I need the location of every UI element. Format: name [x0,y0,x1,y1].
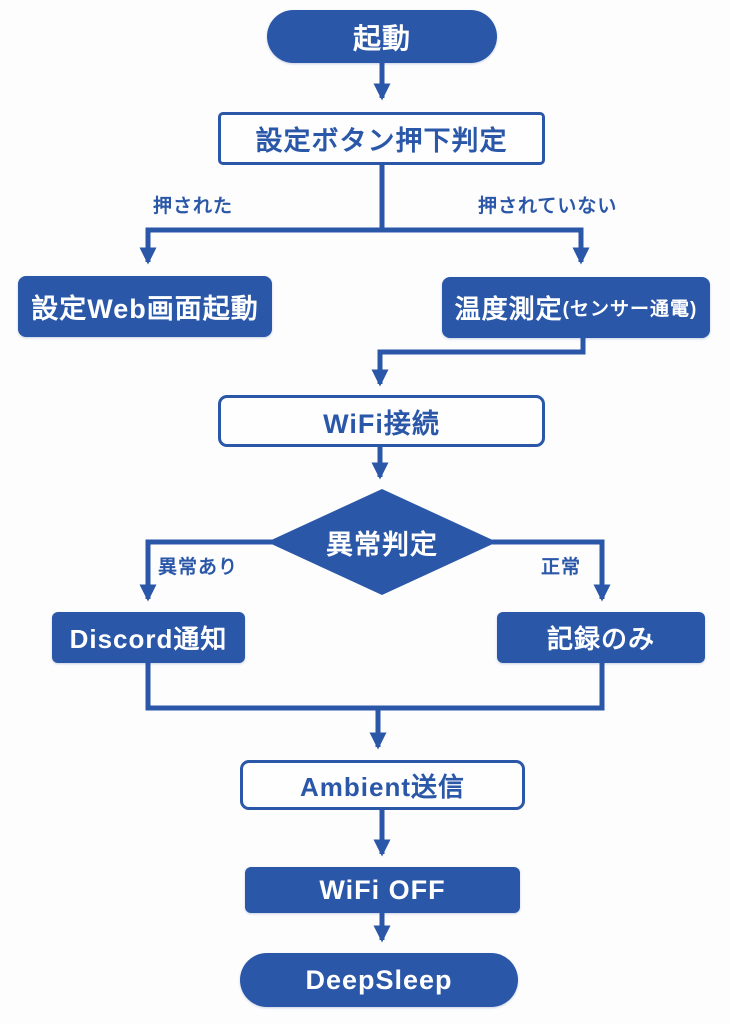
edge-label-normal: 正常 [541,557,582,578]
node-discord-notify: Discord通知 [52,612,245,663]
node-wifi-off: WiFi OFF [245,867,520,913]
edge-label-not-pressed: 押されていない [478,196,618,217]
node-temperature-measure-label: 温度測定 [454,294,563,324]
connector-temp-to-wifi [371,338,586,387]
node-button-press-check: 設定ボタン押下判定 [218,112,545,165]
connector-merge [145,663,605,711]
node-settings-web-launch: 設定Web画面起動 [18,276,272,337]
node-temperature-measure-suffix: (センサー通電) [562,299,698,320]
node-record-only: 記録のみ [497,612,705,663]
connector-branch-pressed [139,227,384,265]
node-wifi-connect: WiFi接続 [218,395,545,447]
connector-decision-normal [492,539,611,602]
node-ambient-send: Ambient送信 [240,760,525,810]
connector-decision-abnormal [139,539,272,602]
node-deep-sleep: DeepSleep [240,953,518,1007]
node-start: 起動 [267,10,497,63]
connector-branch-not-pressed [380,227,590,265]
edge-label-abnormal: 異常あり [158,557,239,578]
node-temperature-measure: 温度測定(センサー通電) [442,277,710,338]
edge-label-pressed: 押された [153,196,234,217]
